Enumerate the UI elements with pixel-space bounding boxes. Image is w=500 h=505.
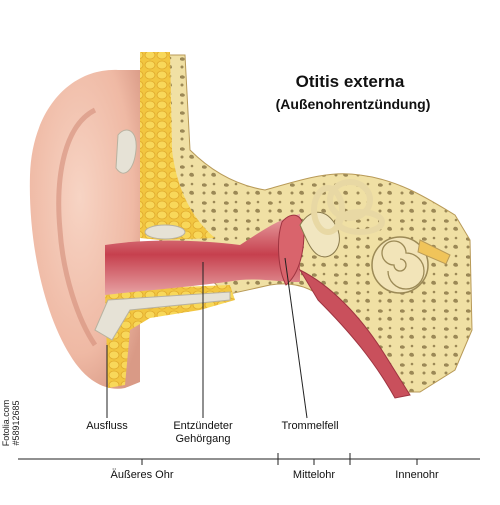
auditory-nerve [417,239,451,265]
diagram-title: Otitis externa [295,72,405,91]
eardrum [278,214,305,286]
label-eardrum: Trommelfell [281,420,339,432]
inflamed-ear-canal [105,214,300,295]
leader-eardrum [284,257,308,419]
semicircular-canals [311,179,385,235]
eustachian-tube [298,268,411,399]
cochlea [371,236,429,294]
cartilage-lower [94,291,231,341]
fatty-tissue-lower [105,285,235,388]
label-inflamed-canal-line1: Entzündeter [173,420,233,432]
pinna-fold [56,107,98,347]
region-label-middle-ear: Mittelohr [292,469,336,481]
region-scale [18,453,480,465]
label-inflamed-canal-line2: Gehörgang [175,433,231,445]
region-label-inner-ear: Innenohr [395,469,439,481]
ossicles [299,212,340,258]
diagram-subtitle: (Außenohrentzündung) [275,96,431,112]
image-credit: © Alila - Fotolia.com #58912685 [0,399,21,447]
fatty-tissue-upper [140,52,215,240]
label-discharge: Ausfluss [86,420,128,432]
label-inflamed-canal: Entzündeter Gehörgang [160,420,246,446]
cartilage-upper [115,129,137,174]
cartilage-mid [144,224,186,240]
region-label-outer-ear: Äußeres Ohr [110,469,174,481]
